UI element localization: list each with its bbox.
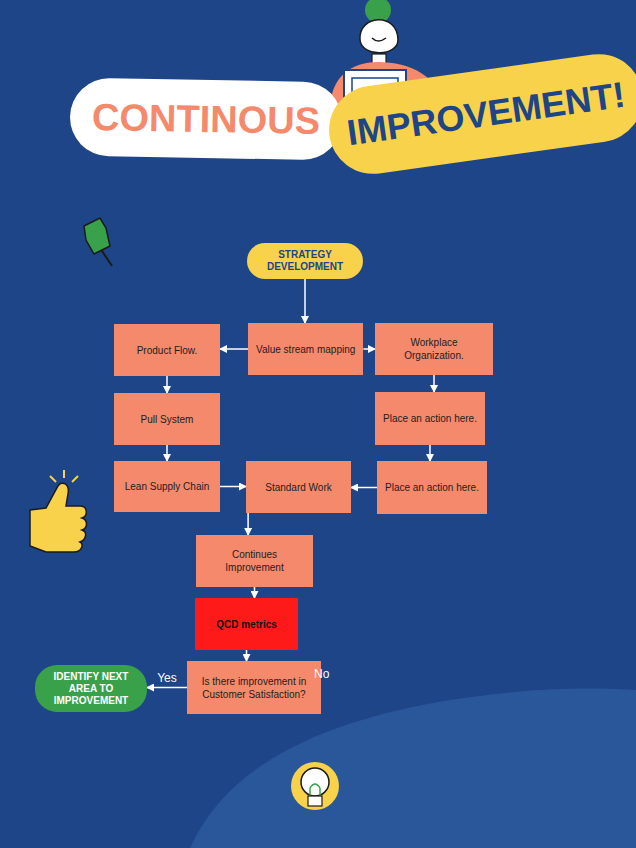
process-box: Place an action here.: [375, 392, 485, 445]
node-text: Workplace Organization.: [383, 336, 485, 362]
edge-label: Yes: [157, 671, 177, 685]
process-box: Place an action here.: [377, 461, 487, 514]
start-terminal: STRATEGY DEVELOPMENT: [247, 243, 363, 279]
node-text: Place an action here.: [383, 412, 477, 425]
process-box: Pull System: [114, 393, 220, 445]
flow-arrow: [304, 279, 306, 323]
decision-box: Is there improvement in Customer Satisfa…: [187, 661, 321, 714]
node-text: Product Flow.: [137, 344, 198, 357]
process-box: Lean Supply Chain: [114, 461, 220, 512]
flow-arrow: [429, 445, 431, 461]
node-text: Lean Supply Chain: [125, 480, 210, 493]
node-text: Continues Improvement: [204, 548, 305, 574]
thumbs-up-icon: [30, 470, 87, 552]
branch-label: No: [314, 667, 329, 681]
flow-arrow: [351, 487, 377, 489]
flow-arrow: [166, 376, 168, 393]
node-text: Value stream mapping: [256, 343, 355, 356]
flow-arrow: [363, 348, 375, 350]
node-text: STRATEGY DEVELOPMENT: [259, 249, 351, 273]
flow-arrow: [246, 650, 248, 661]
node-text: Is there improvement in Customer Satisfa…: [195, 675, 313, 701]
process-box: Product Flow.: [114, 324, 220, 376]
process-box: Continues Improvement: [196, 535, 313, 587]
process-box: Standard Work: [246, 461, 351, 513]
title-pill: CONTINOUS: [69, 78, 342, 161]
metric-box: QCD metrics: [195, 598, 298, 650]
process-box: Workplace Organization.: [375, 323, 493, 375]
flow-arrow: [220, 348, 248, 350]
flow-arrow: [433, 375, 435, 392]
flow-arrow: [220, 486, 246, 488]
end-terminal: IDENTIFY NEXT AREA TO IMPROVEMENT: [35, 665, 147, 712]
node-text: IDENTIFY NEXT AREA TO IMPROVEMENT: [47, 671, 135, 707]
process-box: Value stream mapping: [248, 323, 363, 375]
node-text: Pull System: [141, 413, 194, 426]
node-text: Place an action here.: [385, 481, 479, 494]
flow-arrow: [166, 445, 168, 461]
node-text: Standard Work: [265, 481, 332, 494]
flow-arrow: [254, 587, 256, 598]
pushpin-icon: [84, 218, 112, 266]
flow-arrow: [147, 687, 187, 689]
node-text: CONTINOUS: [92, 96, 321, 143]
flow-arrow: [247, 513, 249, 535]
node-text: IMPROVEMENT!: [344, 74, 627, 155]
lightbulb-icon: [291, 762, 339, 810]
node-text: QCD metrics: [216, 618, 277, 631]
